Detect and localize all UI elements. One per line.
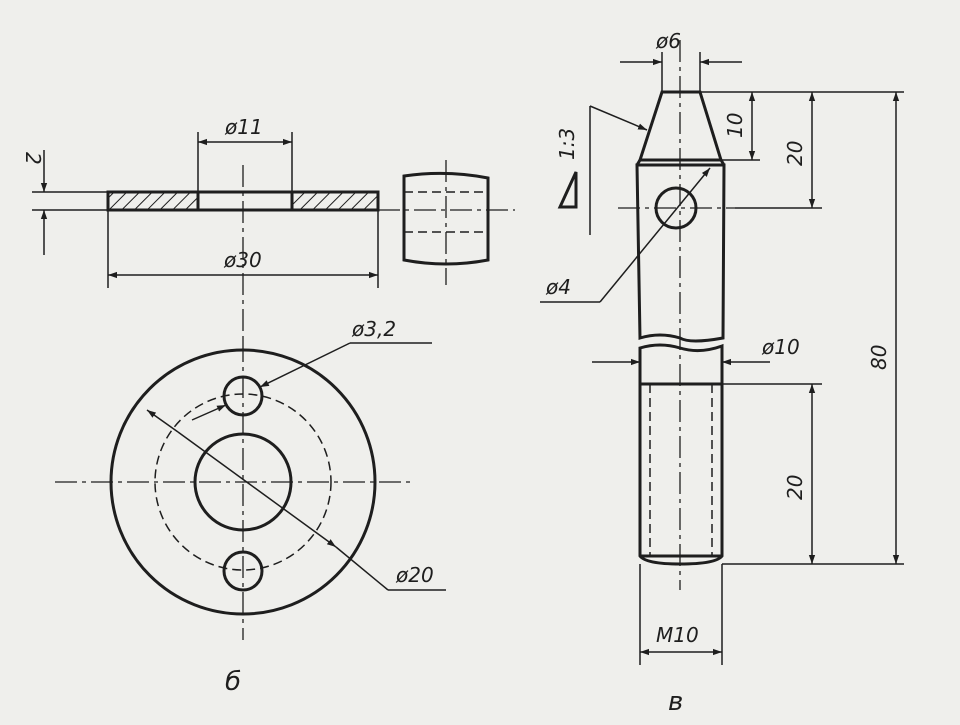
- bolt-circle-dimension: ø20: [146, 409, 446, 591]
- taper-triangle-symbol: [557, 171, 578, 209]
- bolt-circle-label: ø20: [395, 563, 434, 587]
- washer-section-right: [290, 190, 380, 212]
- outer-diameter-dimension: ø30: [107, 210, 379, 288]
- view-b-letter: б: [225, 667, 241, 697]
- washer-section-left: [106, 190, 200, 212]
- washer-section-view: 2 ø11 ø30: [21, 115, 380, 345]
- thickness-dimension: 2: [21, 150, 108, 255]
- taper-length-dimension: 10: [723, 92, 756, 160]
- taper-label: 1:3: [555, 128, 579, 160]
- thread-size-label: M10: [656, 623, 699, 647]
- shaft-diameter-label: ø10: [761, 335, 800, 359]
- bore-diameter-label: ø11: [224, 115, 263, 139]
- pin-stub-view: [378, 160, 515, 285]
- cross-hole-label: ø4: [545, 275, 571, 299]
- pin-view: ø6 1:3 ø4 ø10 10: [540, 29, 904, 717]
- bore-diameter-dimension: ø11: [197, 115, 293, 192]
- bolt-hole-bottom: [222, 550, 264, 592]
- view-v-letter: в: [668, 687, 683, 717]
- hole-position-dimension: 20: [783, 92, 816, 208]
- thread-size-dimension: M10: [639, 564, 723, 665]
- tip-diameter-label: ø6: [655, 29, 681, 53]
- hole-position-label: 20: [783, 141, 807, 166]
- washer-plan-view: ø3,2 ø20 б: [55, 317, 446, 697]
- taper-callout: 1:3: [555, 105, 648, 235]
- total-length-dimension: 80: [867, 92, 900, 564]
- taper-length-label: 10: [723, 113, 747, 138]
- total-length-label: 80: [867, 345, 891, 370]
- shaft-diameter-dimension: ø10: [592, 335, 800, 366]
- cross-hole-dimension: ø4: [540, 167, 711, 303]
- tip-diameter-dimension: ø6: [620, 29, 742, 92]
- thread-length-label: 20: [783, 475, 807, 500]
- pin-threaded-body: [638, 343, 724, 566]
- bolt-hole-dimension: ø3,2: [191, 317, 432, 421]
- thread-length-dimension: 20: [783, 384, 816, 564]
- thickness-label: 2: [21, 152, 45, 165]
- bolt-hole-label: ø3,2: [351, 317, 396, 341]
- outer-diameter-label: ø30: [223, 248, 262, 272]
- pin-upper-body: [635, 163, 726, 343]
